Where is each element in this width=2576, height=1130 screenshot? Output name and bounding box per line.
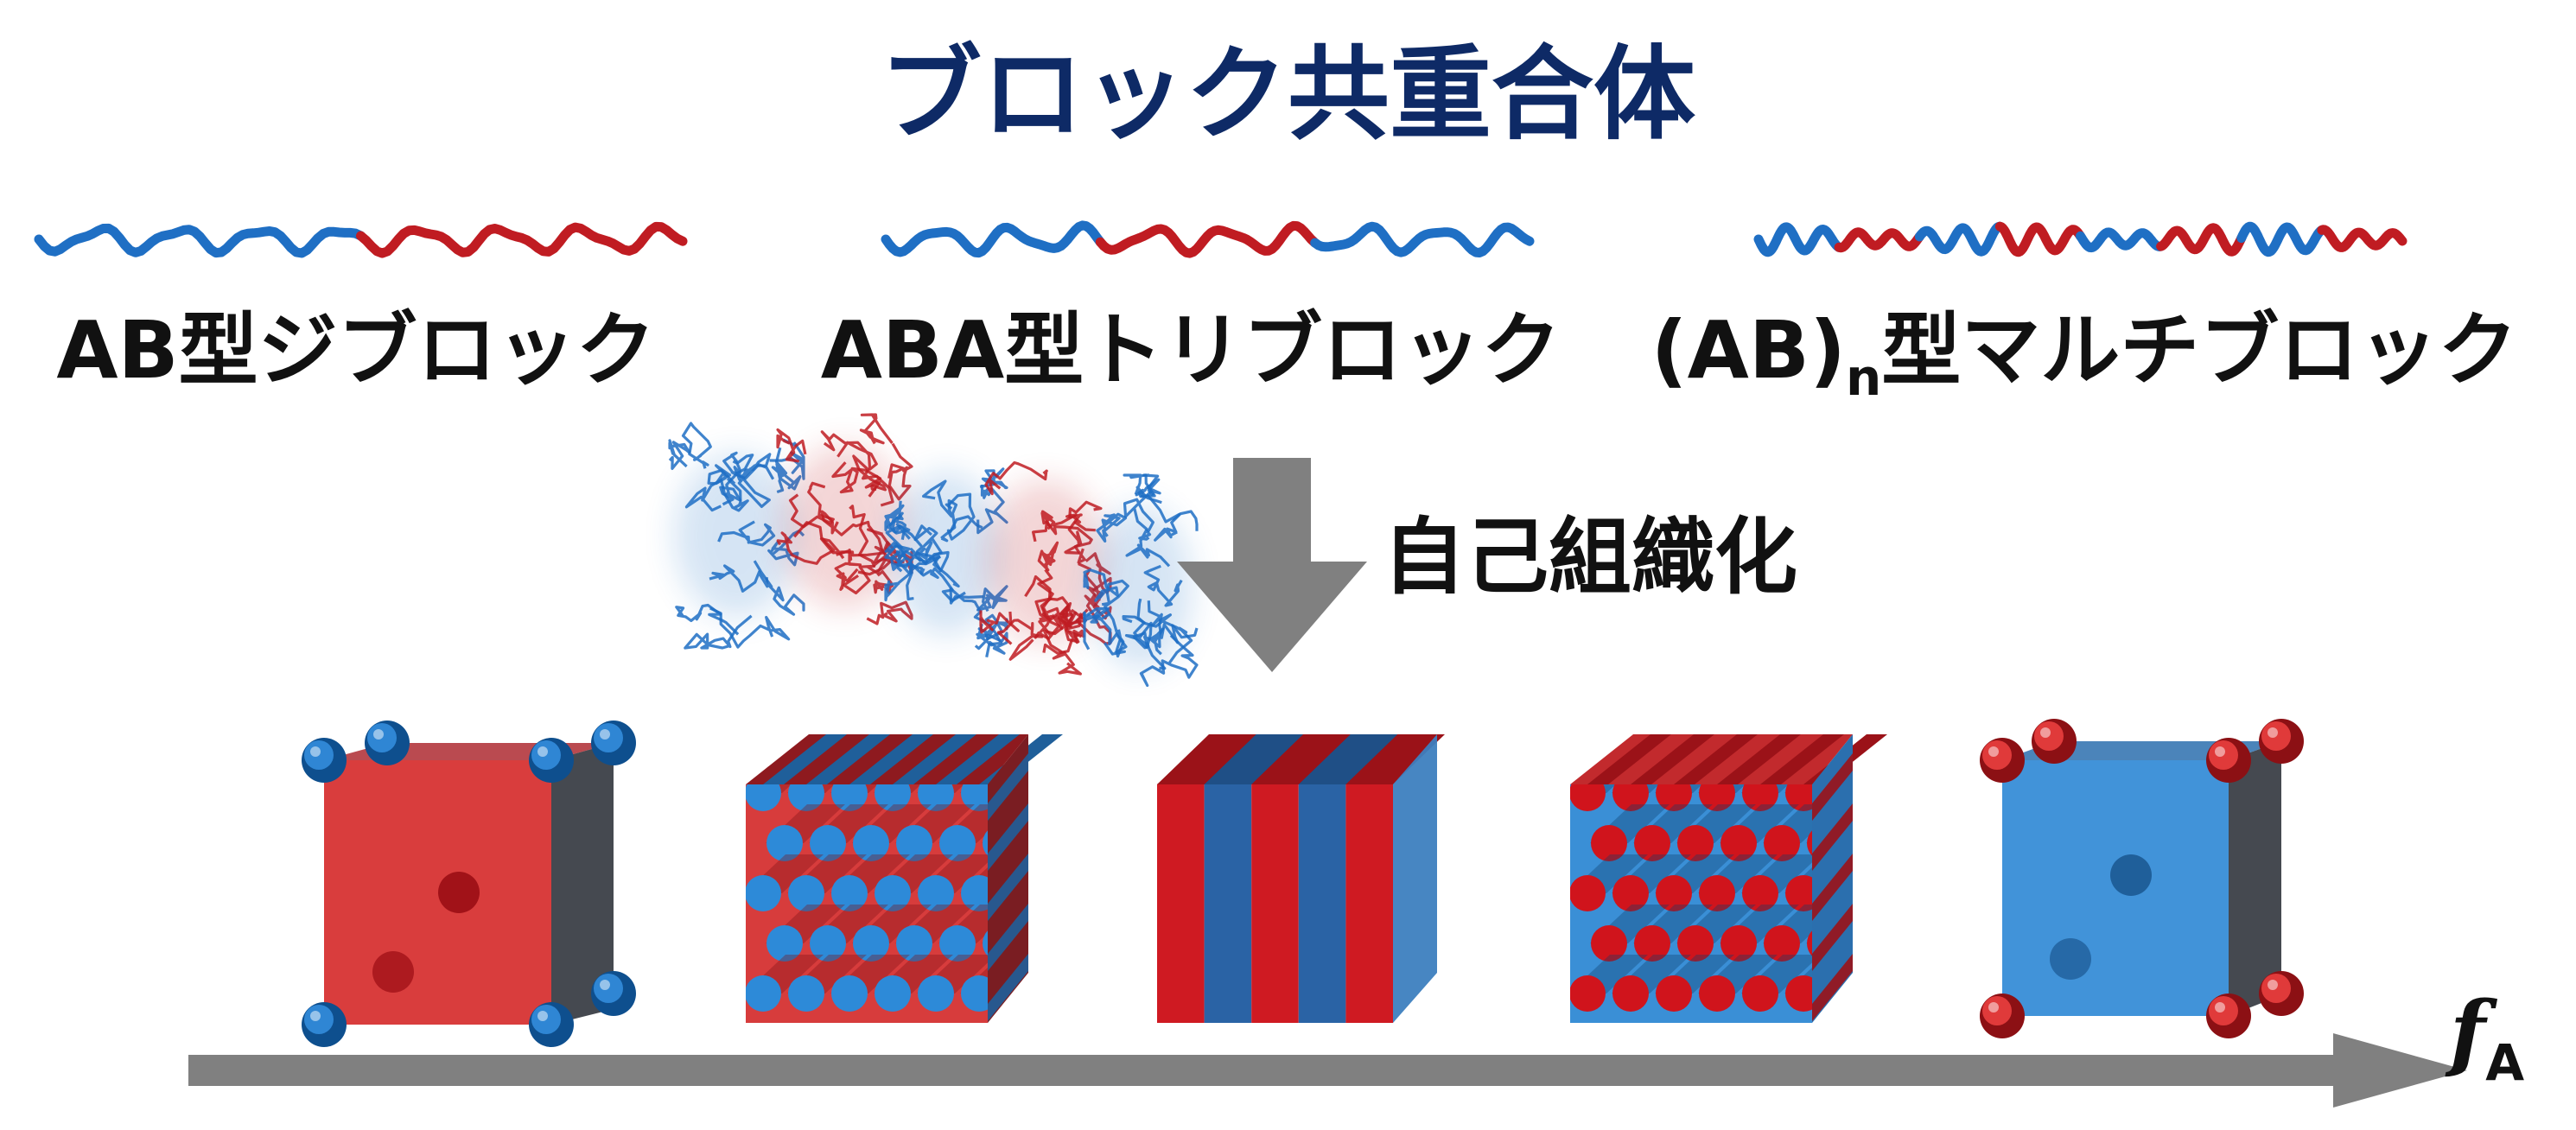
chain-block-b xyxy=(2156,223,2247,257)
chain-block-a xyxy=(2236,221,2327,257)
diblock-chain xyxy=(34,221,688,258)
morphology-cylinders-blue-in-red xyxy=(746,734,1063,1023)
chain-block-b xyxy=(1994,221,2085,257)
fa-axis-label-subscript: A xyxy=(2485,1033,2524,1092)
diblock-label: AB型ジブロック xyxy=(56,304,655,397)
self-assembly-chain-cloud xyxy=(668,413,1199,687)
multiblock-label-prefix: (AB) xyxy=(1651,304,1846,397)
chain-block-a xyxy=(1914,221,2005,257)
chain-block-b xyxy=(1834,227,1924,253)
chain-block-b xyxy=(356,221,688,258)
multiblock-label: (AB)n型マルチブロック xyxy=(1651,304,2518,407)
morphology-bcc-red-in-blue xyxy=(1980,719,2304,1038)
bcc-corner-spheres xyxy=(302,721,636,1047)
morphology-bcc-blue-in-red xyxy=(302,721,636,1047)
multiblock-chain xyxy=(1753,221,2407,257)
multiblock-label-suffix: 型マルチブロック xyxy=(1881,304,2517,397)
chain-block-a xyxy=(1753,222,1844,257)
chain-block-a xyxy=(34,223,366,258)
chain-block-a xyxy=(1310,221,1535,257)
morphology-cylinders-red-in-blue xyxy=(1570,734,1887,1023)
morphology-lamellae xyxy=(1157,734,1445,1023)
chain-block-a xyxy=(881,220,1105,258)
triblock-chain xyxy=(881,220,1535,258)
chain-block-b xyxy=(1095,220,1320,258)
bcc-corner-spheres xyxy=(1980,719,2304,1038)
self-assembly-label: 自己組織化 xyxy=(1383,509,1797,606)
chain-block-a xyxy=(2076,227,2166,253)
triblock-label: ABA型トリブロック xyxy=(821,304,1562,397)
multiblock-label-subscript: n xyxy=(1846,348,1881,407)
fa-axis-arrow xyxy=(188,1033,2467,1108)
chain-block-b xyxy=(2317,225,2407,252)
fa-axis-label: fA xyxy=(2445,983,2524,1092)
page-title: ブロック共重合体 xyxy=(880,35,1695,154)
self-assembly-arrow xyxy=(1177,458,1367,672)
